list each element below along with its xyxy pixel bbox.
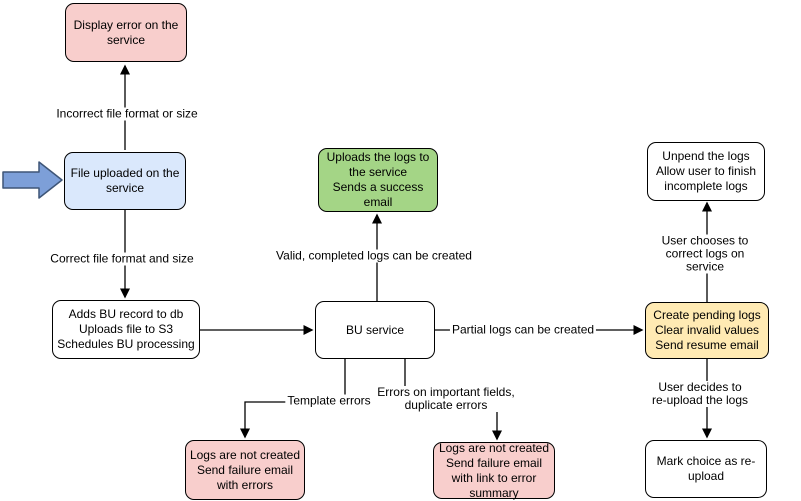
edge-label-valid-completed: Valid, completed logs can be created [274, 248, 474, 263]
node-logs-not-created-errors: Logs are not created Send failure email … [185, 440, 305, 500]
node-adds-bu-record: Adds BU record to db Uploads file to S3 … [52, 300, 200, 359]
edge-label-correct-file: Correct file format and size [48, 251, 196, 266]
edge-label-template-errors: Template errors [285, 393, 373, 408]
node-logs-not-created-summary: Logs are not created Send failure email … [433, 441, 555, 500]
node-uploads-logs-success: Uploads the logs to the service Sends a … [318, 148, 438, 212]
edge-label-user-chooses: User chooses to correct logs on service [657, 234, 753, 274]
node-display-error: Display error on the service [65, 3, 187, 62]
entry-arrow-icon [2, 161, 63, 199]
node-mark-choice-reupload: Mark choice as re- upload [645, 440, 767, 498]
edge-label-incorrect-file: Incorrect file format or size [54, 106, 200, 121]
node-unpend-logs: Unpend the logs Allow user to finish inc… [647, 142, 765, 201]
edge-label-errors-important: Errors on important fields, duplicate er… [375, 385, 517, 412]
node-file-uploaded: File uploaded on the service [64, 152, 186, 210]
edge-label-user-decides: User decides to re-upload the logs [649, 381, 751, 407]
edge-label-partial-logs: Partial logs can be created [449, 322, 597, 337]
node-create-pending-logs: Create pending logs Clear invalid values… [645, 302, 769, 359]
node-bu-service: BU service [315, 301, 435, 359]
